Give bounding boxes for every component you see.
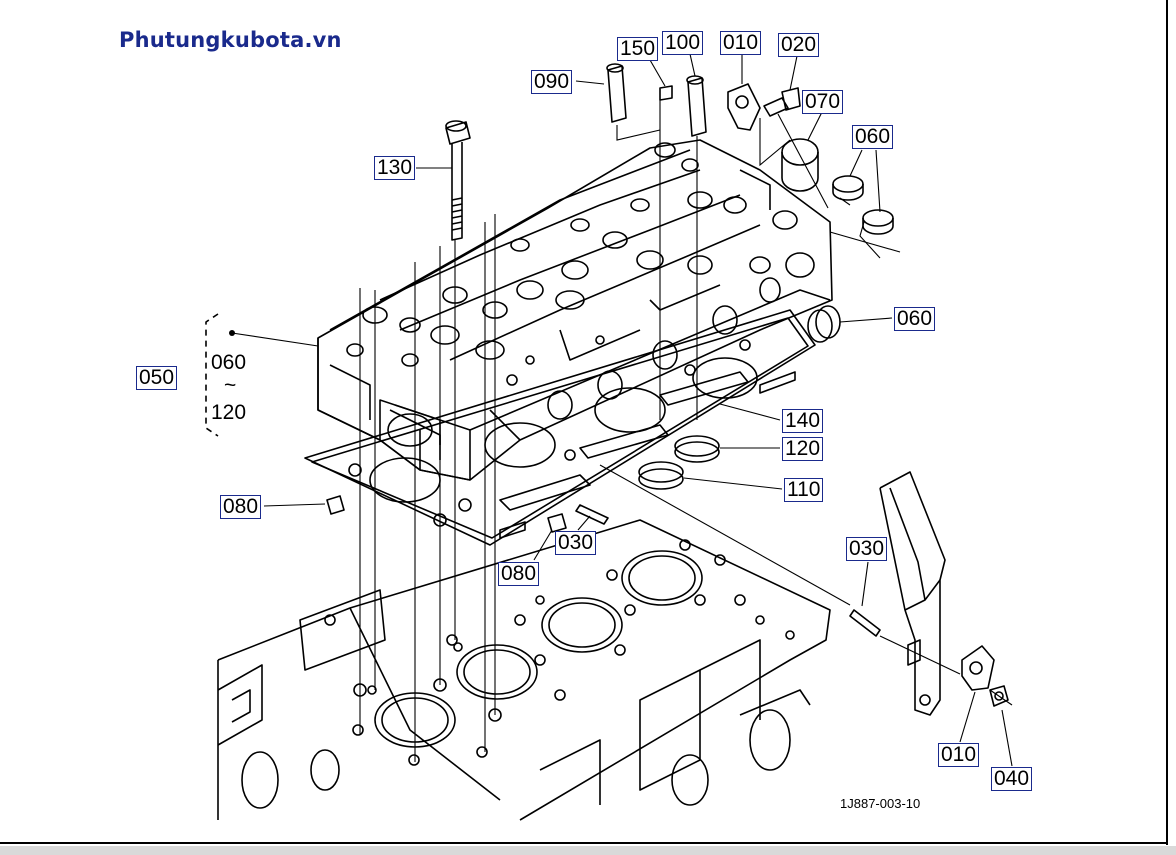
label-080-bottom[interactable]: 080 [498,562,540,586]
label-110[interactable]: 110 [784,478,824,502]
site-watermark: Phutungkubota.vn [119,28,342,52]
drawing-code: 1J887-003-10 [840,796,921,811]
label-030-right[interactable]: 030 [846,537,888,561]
cylinder-head [317,139,833,481]
lifting-bracket [879,471,946,716]
cylinder-block [217,519,831,821]
label-090[interactable]: 090 [531,70,573,94]
valve-guide-left [607,65,627,123]
head-bolt [445,120,471,241]
plug-080-bottom [547,513,567,533]
leader-dot-icon [229,330,235,336]
label-050[interactable]: 050 [136,366,178,390]
hanger-plate-top [727,83,761,131]
label-130[interactable]: 130 [374,156,416,180]
valve-guide-right [687,77,707,137]
label-080-left[interactable]: 080 [220,495,262,519]
ring-060-b [862,209,894,227]
ring-110 [638,461,684,483]
range-separator: ~ [224,374,237,397]
plug-080-left [326,495,345,515]
label-010-top[interactable]: 010 [720,31,762,55]
head-gasket [304,309,816,546]
frame-border-bottom [0,842,1168,844]
frame-shadow [0,846,1176,855]
range-to: 120 [211,401,247,424]
label-100[interactable]: 100 [662,31,704,55]
label-070[interactable]: 070 [802,90,844,114]
frame-border-right [1166,0,1168,845]
range-bracket [205,313,219,437]
label-060-top[interactable]: 060 [852,125,894,149]
range-from: 060 [211,351,247,374]
hanger-plate-bottom [961,645,995,691]
stud-030-right [849,609,881,637]
label-030-mid[interactable]: 030 [555,531,597,555]
stem-seal [659,85,673,101]
label-010-bottom[interactable]: 010 [938,743,980,767]
label-140[interactable]: 140 [782,409,824,433]
nut-040 [989,685,1009,707]
ring-120 [674,435,720,457]
ring-060-a [832,175,864,193]
plug-070 [781,138,819,166]
label-120[interactable]: 120 [782,437,824,461]
label-040[interactable]: 040 [991,767,1033,791]
label-150[interactable]: 150 [617,37,659,61]
bolt-020 [763,87,801,117]
label-020[interactable]: 020 [778,33,820,57]
label-060-right[interactable]: 060 [894,307,936,331]
stud-030-mid [575,504,609,525]
